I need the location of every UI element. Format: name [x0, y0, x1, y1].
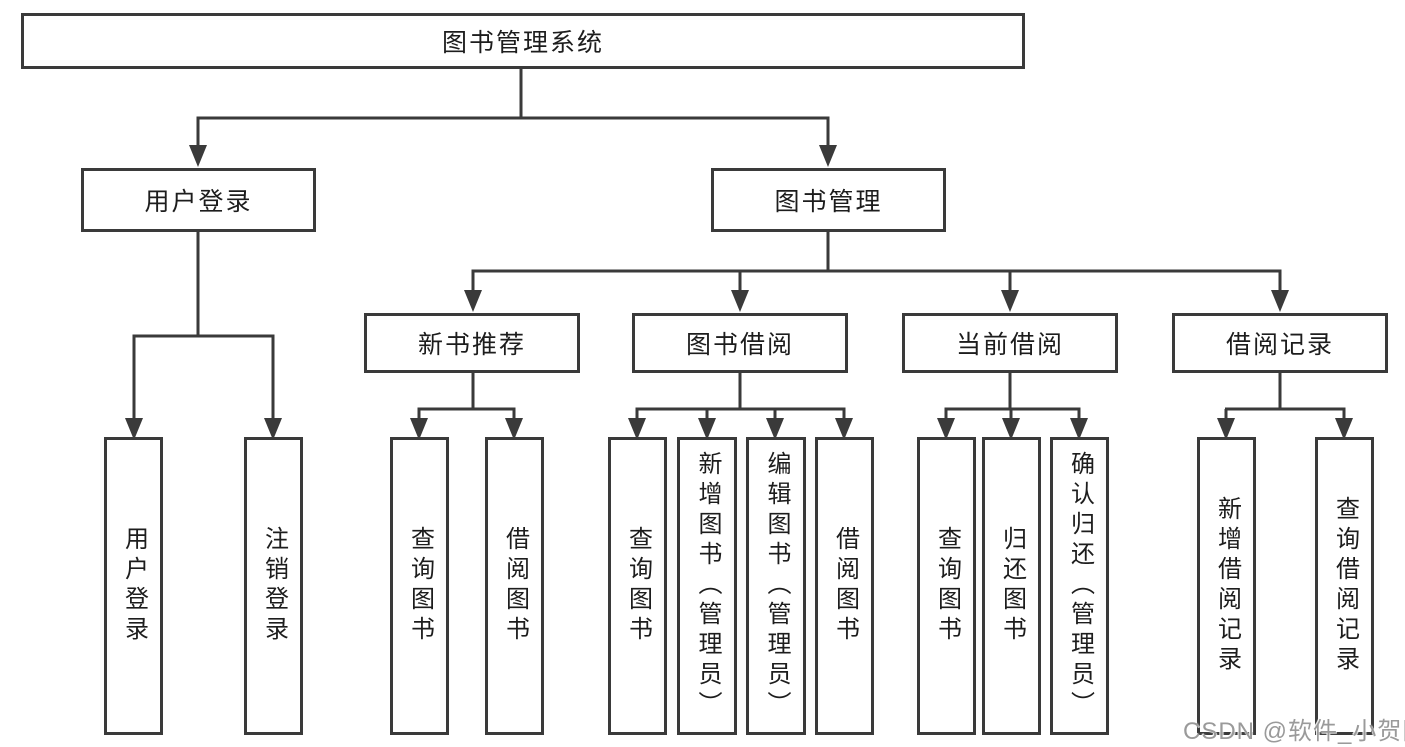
leaf-label: 用户登录 [120, 526, 148, 646]
node-user-login: 用户登录 [81, 168, 316, 232]
leaf-label: 确认归还（管理员） [1066, 451, 1094, 721]
leaf-label: 查询图书 [933, 526, 961, 646]
leaf-label: 注销登录 [260, 526, 288, 646]
node-label: 图书借阅 [685, 331, 794, 359]
leaf-query-books-current: 查询图书 [917, 437, 976, 735]
leaf-query-books-recommendation: 查询图书 [390, 437, 449, 735]
watermark: CSDN @软件_小贺同学 [1183, 718, 1405, 745]
leaf-edit-books-admin: 编辑图书（管理员） [746, 437, 806, 735]
node-label: 借阅记录 [1225, 331, 1334, 359]
leaf-borrow-books-recommendation: 借阅图书 [485, 437, 544, 735]
leaf-query-borrowing-record: 查询借阅记录 [1315, 437, 1374, 735]
leaf-label: 查询图书 [406, 526, 434, 646]
leaf-label: 新增图书（管理员） [694, 451, 721, 721]
leaf-borrow-books-borrowing: 借阅图书 [815, 437, 874, 735]
leaf-label: 借阅图书 [831, 526, 859, 646]
node-label: 用户登录 [144, 188, 253, 216]
leaf-label: 查询图书 [624, 526, 652, 646]
leaf-label: 归还图书 [998, 526, 1026, 646]
leaf-confirm-return-admin: 确认归还（管理员） [1050, 437, 1109, 735]
node-label: 新书推荐 [417, 331, 526, 359]
leaf-query-books-borrowing: 查询图书 [608, 437, 667, 735]
node-book-borrowing: 图书借阅 [632, 313, 848, 373]
node-current-borrowing: 当前借阅 [902, 313, 1118, 373]
leaf-label: 新增借阅记录 [1213, 496, 1241, 676]
node-label: 图书管理系统 [441, 29, 604, 57]
leaf-label: 编辑图书（管理员） [763, 451, 790, 721]
node-book-management: 图书管理 [711, 168, 946, 232]
leaf-logout: 注销登录 [244, 437, 303, 735]
leaf-user-login: 用户登录 [104, 437, 163, 735]
leaf-label: 借阅图书 [501, 526, 529, 646]
node-label: 图书管理 [774, 188, 883, 216]
leaf-add-borrowing-record: 新增借阅记录 [1197, 437, 1256, 735]
node-book-management-system: 图书管理系统 [21, 13, 1025, 69]
leaf-add-books-admin: 新增图书（管理员） [677, 437, 737, 735]
node-borrowing-records: 借阅记录 [1172, 313, 1388, 373]
node-new-book-recommendation: 新书推荐 [364, 313, 580, 373]
leaf-label: 查询借阅记录 [1331, 496, 1359, 676]
node-label: 当前借阅 [955, 331, 1064, 359]
leaf-return-books: 归还图书 [982, 437, 1041, 735]
